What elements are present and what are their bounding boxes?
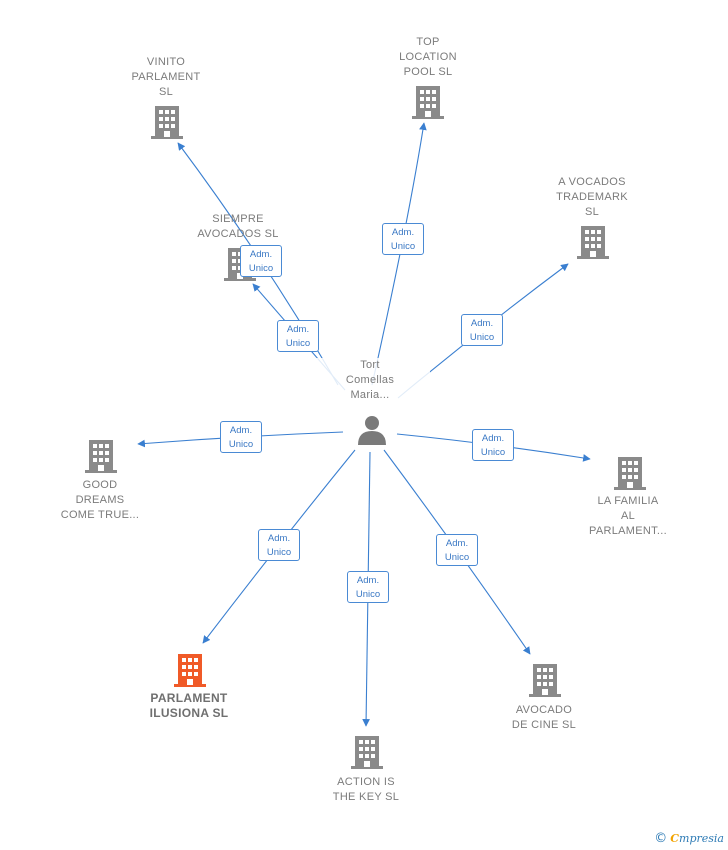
building-icon-top-location[interactable] bbox=[412, 86, 444, 119]
building-icon-avocado-de-cine[interactable] bbox=[529, 664, 561, 697]
relation-label-top-location[interactable]: Adm. Unico bbox=[382, 223, 424, 255]
company-label-a-vocados[interactable]: A VOCADOS TRADEMARK SL bbox=[556, 176, 628, 218]
relation-label-a-vocados[interactable]: Adm. Unico bbox=[461, 314, 503, 346]
building-icon-good-dreams[interactable] bbox=[85, 440, 117, 473]
relation-label-la-familia[interactable]: Adm. Unico bbox=[472, 429, 514, 461]
person-name-label[interactable]: Tort Comellas Maria... bbox=[310, 358, 430, 403]
company-label-siempre-avocados[interactable]: SIEMPRE AVOCADOS SL bbox=[197, 213, 279, 240]
nodes-layer bbox=[85, 86, 646, 769]
building-icon-vinito[interactable] bbox=[151, 106, 183, 139]
building-icon-la-familia[interactable] bbox=[614, 457, 646, 490]
building-icon-a-vocados[interactable] bbox=[577, 226, 609, 259]
company-label-la-familia[interactable]: LA FAMILIA AL PARLAMENT... bbox=[589, 495, 667, 537]
brand-logo-letter: C bbox=[670, 832, 680, 845]
relation-label-action-is-the-key[interactable]: Adm. Unico bbox=[347, 571, 389, 603]
empresia-brand[interactable]: ©Cmpresia bbox=[654, 831, 724, 846]
copyright-icon: © bbox=[654, 831, 668, 846]
relation-label-parlament-ilusiona[interactable]: Adm. Unico bbox=[258, 529, 300, 561]
company-label-top-location[interactable]: TOP LOCATION POOL SL bbox=[399, 36, 457, 78]
company-label-parlament-ilusiona[interactable]: PARLAMENT ILUSIONA SL bbox=[149, 691, 229, 720]
company-label-good-dreams[interactable]: GOOD DREAMS COME TRUE... bbox=[60, 479, 140, 521]
person-icon[interactable] bbox=[358, 416, 386, 445]
relation-label-good-dreams[interactable]: Adm. Unico bbox=[220, 421, 262, 453]
relation-label-avocado-de-cine[interactable]: Adm. Unico bbox=[436, 534, 478, 566]
relation-label-vinito[interactable]: Adm. Unico bbox=[240, 245, 282, 277]
company-label-avocado-de-cine[interactable]: AVOCADO DE CINE SL bbox=[511, 704, 577, 731]
brand-name: mpresia bbox=[679, 832, 724, 845]
company-label-vinito[interactable]: VINITO PARLAMENT SL bbox=[131, 56, 201, 98]
building-icon-parlament-ilusiona[interactable] bbox=[174, 654, 206, 687]
building-icon-action-is-the-key[interactable] bbox=[351, 736, 383, 769]
company-label-action-is-the-key[interactable]: ACTION IS THE KEY SL bbox=[332, 776, 400, 803]
relation-label-siempre-avocados[interactable]: Adm. Unico bbox=[277, 320, 319, 352]
